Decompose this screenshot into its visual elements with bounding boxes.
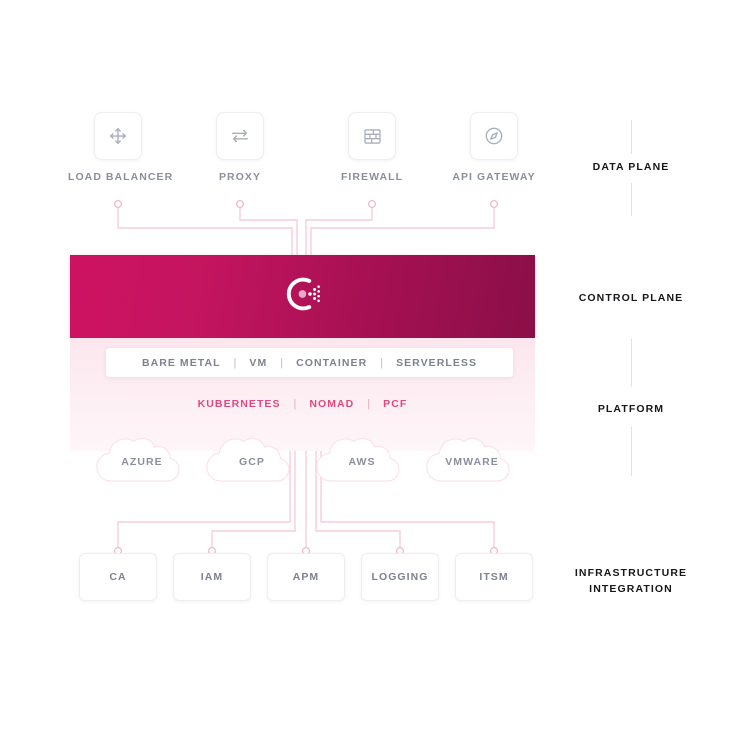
runtime-container[interactable]: CONTAINER: [296, 356, 368, 369]
separator: |: [233, 356, 237, 369]
separator: |: [280, 356, 284, 369]
consul-logo-icon: [280, 271, 326, 322]
control-plane-band: [70, 255, 535, 338]
layer-label-data-plane: DATA PLANE: [531, 159, 731, 175]
data-plane-node-api-gateway[interactable]: API GATEWAY: [444, 112, 544, 183]
infra-box-itsm[interactable]: ITSM: [455, 553, 533, 601]
separator: |: [293, 398, 297, 410]
layer-label-line1: CONTROL PLANE: [578, 292, 684, 304]
infra-box-iam[interactable]: IAM: [173, 553, 251, 601]
infra-label: ITSM: [479, 571, 509, 583]
cloud-provider-gcp[interactable]: GCP: [206, 429, 298, 483]
api-gateway-icon-box: [470, 112, 518, 160]
orchestrator-kubernetes[interactable]: KUBERNETES: [197, 398, 281, 410]
brick-wall-icon: [362, 126, 383, 147]
layer-label-line2: INTEGRATION: [589, 583, 673, 595]
layer-divider: [631, 120, 632, 154]
orchestrator-nomad[interactable]: NOMAD: [309, 398, 355, 410]
cloud-provider-azure[interactable]: AZURE: [96, 429, 188, 483]
runtime-bare-metal[interactable]: BARE METAL: [141, 356, 221, 369]
data-plane-node-proxy[interactable]: PROXY: [190, 112, 290, 183]
data-plane-node-load-balancer[interactable]: LOAD BALANCER: [68, 112, 174, 183]
cloud-label: VMWARE: [445, 456, 499, 468]
cloud-label: AWS: [348, 456, 376, 468]
infra-label: APM: [292, 571, 320, 583]
layer-label-line1: DATA PLANE: [592, 161, 670, 173]
cloud-label: GCP: [239, 456, 265, 468]
infra-label: LOGGING: [371, 571, 429, 583]
cloud-provider-vmware[interactable]: VMWARE: [426, 429, 518, 483]
orchestrator-pcf[interactable]: PCF: [383, 398, 408, 410]
data-plane-label: FIREWALL: [340, 171, 404, 183]
cloud-provider-aws[interactable]: AWS: [316, 429, 408, 483]
layer-divider: [631, 427, 632, 476]
layer-label-line1: PLATFORM: [597, 403, 665, 415]
data-plane-label: API GATEWAY: [452, 171, 536, 183]
exchange-arrows-icon: [229, 125, 251, 147]
proxy-icon-box: [216, 112, 264, 160]
compass-icon: [483, 125, 505, 147]
layer-label-platform: PLATFORM: [531, 401, 731, 417]
platform-runtime-strip: BARE METAL | VM | CONTAINER | SERVERLESS: [106, 348, 513, 377]
infra-box-logging[interactable]: LOGGING: [361, 553, 439, 601]
layer-label-control-plane: CONTROL PLANE: [531, 290, 731, 306]
infra-box-apm[interactable]: APM: [267, 553, 345, 601]
data-plane-node-firewall[interactable]: FIREWALL: [322, 112, 422, 183]
layer-label-infrastructure-integration: INFRASTRUCTURE INTEGRATION: [531, 565, 731, 597]
platform-orchestrator-row: KUBERNETES | NOMAD | PCF: [70, 398, 535, 410]
load-balancer-icon-box: [94, 112, 142, 160]
layer-label-line1: INFRASTRUCTURE: [574, 567, 688, 579]
infra-box-ca[interactable]: CA: [79, 553, 157, 601]
firewall-icon-box: [348, 112, 396, 160]
infra-label: IAM: [200, 571, 224, 583]
separator: |: [380, 356, 384, 369]
layer-divider: [631, 183, 632, 216]
data-plane-label: LOAD BALANCER: [68, 171, 174, 183]
data-plane-label: PROXY: [218, 171, 261, 183]
infra-label: CA: [109, 571, 127, 583]
cloud-label: AZURE: [121, 456, 163, 468]
runtime-vm[interactable]: VM: [249, 356, 268, 369]
separator: |: [367, 398, 371, 410]
runtime-serverless[interactable]: SERVERLESS: [396, 356, 477, 369]
layer-divider: [631, 339, 632, 387]
move-arrows-icon: [107, 125, 129, 147]
